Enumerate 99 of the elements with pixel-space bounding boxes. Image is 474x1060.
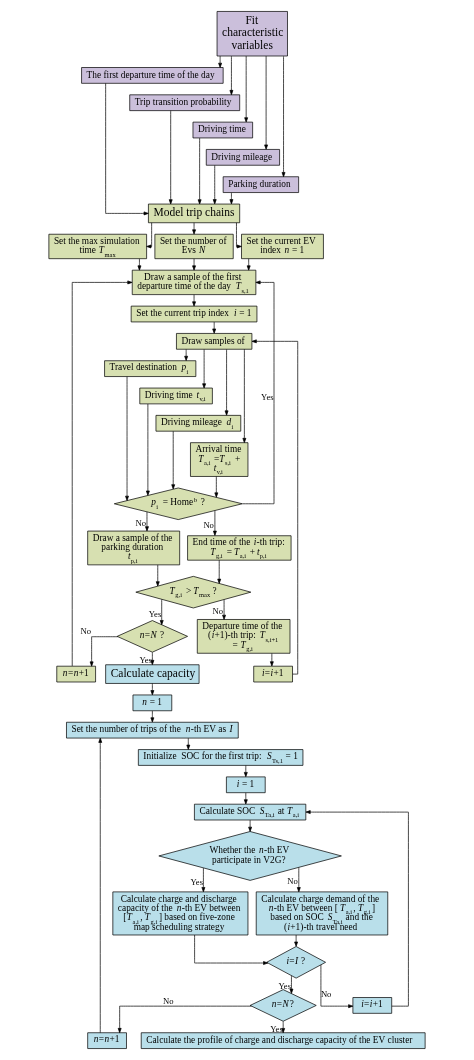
node-box: Driving mileage [205, 149, 280, 166]
arrow [248, 819, 252, 832]
arrow [212, 321, 217, 334]
arrow [242, 280, 275, 505]
arrow [305, 810, 409, 1007]
node-box: Calculate SOC S$_{Ta,i}$ at T$_{a,i}$ [194, 803, 307, 821]
node-box: n = 1 [132, 694, 173, 712]
node-box: i = 1 [226, 776, 266, 794]
arrow [243, 765, 248, 778]
arrow [270, 653, 274, 667]
arrow [213, 510, 217, 536]
node-box: The first departure time of the day [81, 67, 224, 84]
node-box: Draw a sample of the parking duration t$_{p,i}$ [87, 530, 181, 566]
node-box: Trip transition probability [129, 94, 241, 111]
edge-label: Yes [270, 1023, 283, 1034]
node-box: Calculate charge and discharge capacity of the n-th EV between [T$_{a,i}$, T$_{g,i}$] based on five-zone map scheduling strategy [112, 891, 249, 936]
edge-label: No [203, 519, 214, 530]
node-box: Arrival time T$_{a,i}$ =T$_{s,i}$ + t$_{v,i}$ [190, 442, 249, 477]
arrow [217, 559, 222, 584]
arrow [296, 867, 301, 893]
arrow [264, 55, 268, 150]
arrow [281, 55, 286, 178]
node-box: Travel destination p$_{i}$ [104, 360, 197, 377]
node-box: i=i+1 [253, 665, 293, 683]
arrow [194, 934, 269, 965]
edge-label: No [212, 606, 224, 617]
edge-label: Yes [139, 655, 152, 666]
node-box: Departure time of the (i+1)-th trip: T$_{s,i+1}$ = T$_{g,i}$ [196, 619, 291, 654]
node-box: n=n+1 [87, 1032, 127, 1049]
arrow [289, 975, 294, 994]
node-box: Model trip chains [148, 203, 241, 224]
arrow [186, 737, 191, 750]
edge-label: No [162, 995, 174, 1006]
node-box: Driving time t$_{v,i}$ [139, 387, 213, 405]
node-box: Fit characteristic variables [216, 11, 288, 57]
node-box: Set the current trip index i = 1 [130, 305, 258, 323]
arrow [98, 737, 103, 1034]
arrow [184, 349, 188, 361]
node-box: Set the number of Evs N [154, 233, 234, 260]
node-box: Calculate capacity [105, 664, 200, 684]
arrow [137, 258, 142, 271]
arrow [243, 792, 248, 805]
arrow [224, 349, 229, 416]
arrow [150, 710, 155, 723]
arrow [171, 430, 176, 490]
arrow [202, 349, 206, 389]
arrow [150, 683, 155, 696]
node-box: Draw a sample of the first departure time of the day T$_{s,1}$ [131, 269, 257, 295]
node-box: Calculate charge demand of the n-th EV between [T$_{a,i}$, T$_{g,i}$] based on SOC S$_{Ta,i}$ and the (i+1)-th travel need [255, 891, 389, 936]
node-diamond: i=I ? [266, 946, 326, 979]
node-box: Parking duration [222, 176, 299, 193]
arrow [192, 222, 196, 235]
arrow [244, 55, 249, 123]
edge-label: No [80, 626, 92, 637]
arrow [146, 403, 150, 496]
edge-label: Yes [261, 391, 274, 402]
arrow [150, 652, 155, 665]
edge-label: No [320, 988, 332, 999]
arrow [201, 867, 206, 893]
node-box: Driving mileage d$_{i}$ [155, 415, 242, 432]
node-box: Calculate the profile of charge and discharge capacity of the EV cluster [140, 1032, 426, 1049]
arrow [125, 376, 129, 501]
arrow [229, 192, 234, 205]
arrow [105, 83, 149, 216]
arrow [229, 55, 234, 96]
edge-label: No [135, 518, 147, 529]
arrow [242, 348, 247, 443]
arrow [192, 294, 196, 307]
node-box: n=n+1 [56, 665, 96, 683]
arrow [71, 280, 133, 667]
node-box: Draw samples of [176, 333, 253, 350]
node-box: Initialize SOC for the first trip: S$_{Ts,1}$ = 1 [138, 749, 304, 766]
arrow [155, 564, 160, 587]
node-box: i=i+1 [352, 997, 393, 1014]
node-box: Set the current EV index n = 1 [241, 233, 324, 260]
node-box: Set the number of trips of the n-th EV as I [66, 721, 239, 739]
arrow [251, 339, 299, 675]
arrow [246, 258, 251, 271]
arrow [192, 258, 196, 271]
arrow [212, 165, 217, 205]
arrow [320, 964, 354, 1008]
arrow [145, 511, 149, 532]
arrow [236, 222, 242, 249]
arrow [168, 110, 173, 205]
arrow [281, 1021, 286, 1034]
arrow [197, 137, 202, 205]
node-box: Set the max simulation time T$_{max}$ [48, 233, 147, 260]
node-box: Driving time [192, 121, 253, 139]
arrow [159, 599, 164, 626]
arrow [294, 934, 298, 947]
node-box: End time of the i-th trip: T$_{g,i}$ = T$_{a,i}$ + t$_{p,i}$ [187, 535, 292, 561]
arrow [222, 599, 226, 620]
arrow [146, 222, 152, 249]
arrow [117, 1005, 252, 1033]
edge-label: Yes [278, 981, 292, 992]
arrow [218, 55, 222, 68]
arrow [89, 636, 119, 667]
arrow [214, 476, 219, 498]
edge-label: Yes [148, 608, 162, 619]
